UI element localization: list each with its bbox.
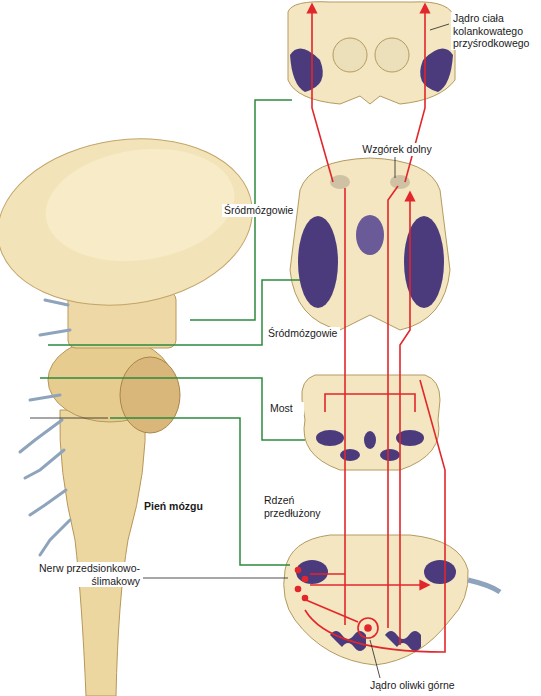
part-label: Jądro ciała kolankowatego przyśrodkowego bbox=[451, 12, 539, 50]
medulla-section bbox=[284, 535, 500, 665]
part-label: Nerw przedsionkowo-ślimakowy bbox=[18, 562, 142, 587]
midbrain-upper-section bbox=[288, 2, 455, 104]
midbrain-lower-section bbox=[290, 158, 450, 330]
part-label: Śródmózgowie bbox=[222, 204, 294, 217]
part-label: Most bbox=[268, 402, 304, 415]
pons-section bbox=[302, 375, 440, 470]
part-label: Rdzeń przedłużony bbox=[262, 494, 332, 519]
part-label: Jądro oliwki górne bbox=[368, 679, 488, 692]
part-label: Pień mózgu bbox=[142, 500, 222, 513]
part-label: Śródmózgowie bbox=[266, 327, 340, 340]
part-label: Wzgórek dolny bbox=[355, 143, 439, 156]
